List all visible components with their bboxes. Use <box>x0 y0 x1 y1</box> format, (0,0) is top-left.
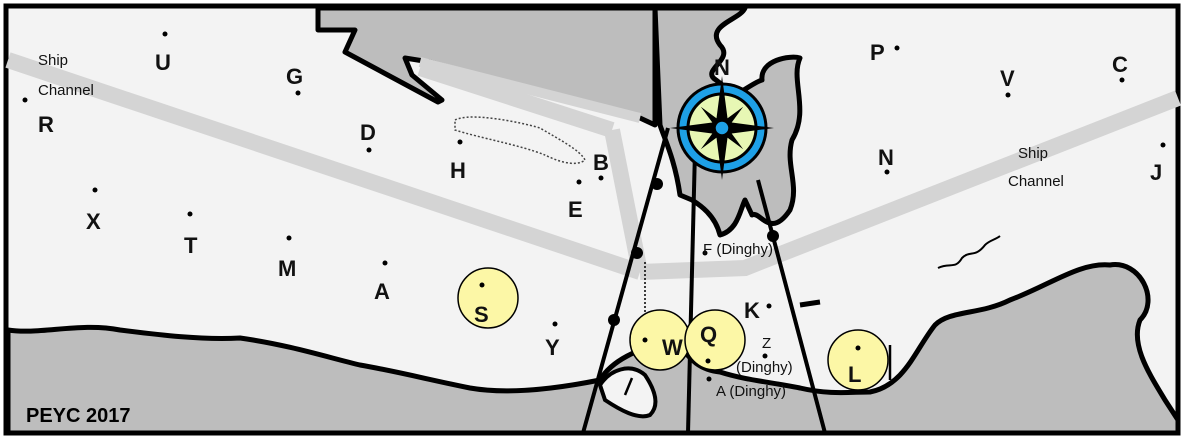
mark-E: E <box>568 179 583 222</box>
svg-text:S: S <box>474 302 489 327</box>
compass-north-letter: N <box>714 55 730 80</box>
land-south-shore <box>5 262 1181 436</box>
svg-text:L: L <box>848 362 861 387</box>
svg-text:M: M <box>278 256 296 281</box>
svg-text:G: G <box>286 64 303 89</box>
svg-text:D: D <box>360 120 376 145</box>
dinghy-mark-A: A (Dinghy) <box>706 376 786 400</box>
svg-text:T: T <box>184 233 198 258</box>
svg-text:N: N <box>878 145 894 170</box>
mark-U: U <box>155 31 171 75</box>
mark-B: B <box>593 150 609 181</box>
svg-text:(Dinghy): (Dinghy) <box>736 359 793 376</box>
svg-text:V: V <box>1000 66 1015 91</box>
buoy-W: W <box>629 309 691 371</box>
svg-text:Y: Y <box>545 335 560 360</box>
svg-text:X: X <box>86 209 101 234</box>
svg-text:K: K <box>744 298 760 323</box>
line-markers <box>608 178 779 326</box>
mark-P: P <box>870 40 900 65</box>
squiggle <box>937 235 1001 269</box>
shallows-outline <box>454 116 586 165</box>
channel-label-right: Ship Channel <box>1008 145 1064 190</box>
dinghy-mark-F: F (Dinghy) <box>702 241 773 258</box>
svg-text:Ship: Ship <box>1018 145 1048 162</box>
buoy-S: S <box>457 267 519 329</box>
mark-T: T <box>184 211 198 258</box>
mark-C: C <box>1112 52 1128 83</box>
mark-X: X <box>86 187 101 234</box>
svg-text:F (Dinghy): F (Dinghy) <box>703 241 773 258</box>
breakwater-inner <box>418 57 642 123</box>
buoy-Q: Q <box>684 309 746 371</box>
svg-text:Q: Q <box>700 322 717 347</box>
mark-N: N <box>878 145 894 175</box>
footer-label: PEYC 2017 <box>26 405 131 427</box>
course-lines <box>581 127 892 434</box>
svg-text:H: H <box>450 158 466 183</box>
mark-R: R <box>22 97 54 137</box>
svg-text:C: C <box>1112 52 1128 77</box>
ship-channel <box>5 52 1181 280</box>
svg-text:B: B <box>593 150 609 175</box>
mark-H: H <box>450 139 466 183</box>
compass-rose <box>670 76 774 180</box>
svg-text:E: E <box>568 197 583 222</box>
svg-text:Ship: Ship <box>38 52 68 69</box>
mark-J: J <box>1150 142 1166 185</box>
svg-text:Channel: Channel <box>1008 173 1064 190</box>
buoy-L: L <box>827 329 889 391</box>
svg-text:J: J <box>1150 160 1162 185</box>
mark-Y: Y <box>545 321 560 360</box>
dinghy-mark-Z: Z (Dinghy) <box>736 335 793 376</box>
mark-K: K <box>744 298 772 323</box>
small-inlet <box>597 366 658 419</box>
svg-text:R: R <box>38 112 54 137</box>
svg-text:Channel: Channel <box>38 82 94 99</box>
channel-label-left: Ship Channel <box>38 52 94 99</box>
svg-text:P: P <box>870 40 885 65</box>
mark-D: D <box>360 120 376 153</box>
mark-V: V <box>1000 66 1015 98</box>
svg-text:U: U <box>155 50 171 75</box>
mark-A: A <box>374 260 390 304</box>
svg-text:A (Dinghy): A (Dinghy) <box>716 383 786 400</box>
jetty-right <box>799 299 821 308</box>
mark-M: M <box>278 235 296 281</box>
mark-G: G <box>286 64 303 96</box>
svg-text:Z: Z <box>762 335 771 352</box>
svg-text:A: A <box>374 279 390 304</box>
svg-text:W: W <box>662 335 683 360</box>
